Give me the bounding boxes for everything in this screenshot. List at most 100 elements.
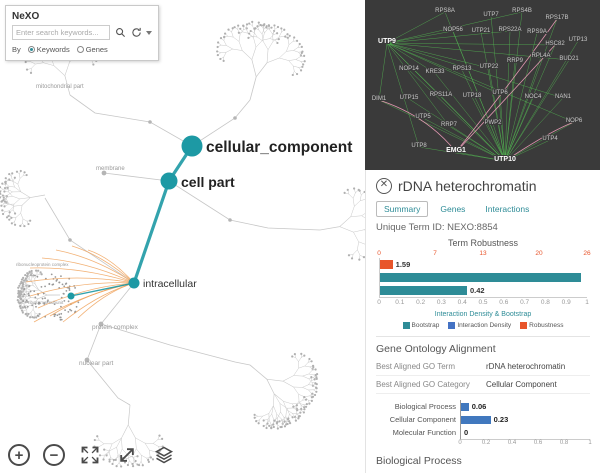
gene-network-svg[interactable]: RPS8A UTP7 RPS4B RPS17B NOP56 UTP21 RPS22A RPS9… — [365, 0, 600, 170]
gene-node-label[interactable]: NOP14 — [399, 66, 419, 72]
tab-interactions[interactable]: Interactions — [477, 201, 537, 217]
gene-node-label[interactable]: UTP22 — [480, 64, 499, 70]
robustness-bottom-axis: 00.10.20.30.40.50.60.70.80.91 — [379, 297, 587, 307]
term-robustness-chart: Term Robustness 07132026 1.59 0.42 00.10.… — [376, 238, 590, 329]
term-id-value: NEXO:8854 — [447, 222, 498, 233]
radio-genes-circle[interactable] — [77, 46, 84, 53]
detail-tabs: Summary Genes Interactions — [376, 201, 590, 217]
gene-node-label[interactable]: RPS4B — [512, 8, 532, 14]
node-label-ribonucleoprotein-complex[interactable]: ribonucleoprotein complex — [16, 262, 69, 267]
robustness-chart-title: Term Robustness — [376, 238, 590, 248]
go-score-row: Cellular Component0.23 — [376, 413, 590, 426]
gene-node-label[interactable]: UTP9 — [378, 38, 396, 45]
node-cellular-component[interactable] — [182, 136, 203, 157]
gene-node-label[interactable]: UTP10 — [494, 156, 516, 163]
search-icon[interactable] — [114, 27, 126, 39]
node-cell-part[interactable] — [161, 173, 178, 190]
radio-keywords[interactable]: Keywords — [28, 45, 70, 54]
gene-node-label[interactable]: RRP9 — [507, 58, 524, 64]
fit-view-button[interactable] — [115, 443, 139, 467]
gene-node-label[interactable]: RPS11A — [430, 92, 453, 98]
gene-node-label[interactable]: RRP7 — [441, 122, 458, 128]
layers-button[interactable] — [152, 443, 176, 467]
gene-node-label[interactable]: UTP18 — [463, 93, 482, 99]
section-divider — [376, 336, 590, 337]
gene-node-label[interactable]: UTP21 — [472, 28, 491, 34]
zoom-in-button[interactable]: + — [8, 444, 30, 466]
robustness-bar-row — [380, 271, 587, 284]
gene-node-label[interactable]: UTP13 — [569, 37, 588, 43]
term-detail-panel: ✕ rDNA heterochromatin Summary Genes Int… — [365, 170, 600, 473]
search-input[interactable] — [12, 25, 110, 40]
radio-genes[interactable]: Genes — [77, 45, 108, 54]
zoom-out-button[interactable]: − — [43, 444, 65, 466]
ontology-tree-svg[interactable]: cellular_component cell part intracellul… — [0, 0, 365, 473]
node-label-cellular-component[interactable]: cellular_component — [206, 139, 352, 156]
chevron-down-icon[interactable] — [146, 31, 152, 35]
gene-node-label[interactable]: RPS13 — [452, 66, 472, 72]
search-mode-radios: By Keywords Genes — [12, 45, 152, 54]
gene-node-label[interactable]: RPS8A — [435, 8, 455, 14]
gene-node-label[interactable]: RPL4A — [531, 53, 550, 59]
term-id-label: Unique Term ID: — [376, 222, 444, 233]
gene-network-panel[interactable]: RPS8A UTP7 RPS4B RPS17B NOP56 UTP21 RPS22A RPS9… — [365, 0, 600, 170]
close-icon[interactable]: ✕ — [376, 178, 392, 194]
go-category-label: Best Aligned GO Category — [376, 380, 486, 389]
node-label-ribosomal-subunit[interactable]: ribosomal subunit — [28, 300, 64, 305]
robustness-top-axis: 07132026 — [379, 250, 587, 258]
by-label: By — [12, 45, 21, 54]
gene-node-label[interactable]: RPS22A — [498, 27, 521, 33]
go-score-row: Molecular Function0 — [376, 426, 590, 439]
radio-keywords-label: Keywords — [37, 45, 70, 54]
gene-node-label[interactable]: NAN1 — [555, 94, 572, 100]
robustness-legend: Bootstrap Interaction Density Robustness — [376, 322, 590, 329]
gene-node-label[interactable]: RPS17B — [545, 15, 568, 21]
tab-genes[interactable]: Genes — [432, 201, 473, 217]
gene-node-label[interactable]: UTP8 — [411, 143, 427, 149]
gene-node-label[interactable]: UTP15 — [400, 95, 419, 101]
gene-node-label[interactable]: PWP2 — [484, 120, 502, 126]
legend-item: Robustness — [520, 322, 563, 329]
go-category-value: Cellular Component — [486, 380, 557, 389]
go-score-row: Biological Process0.06 — [376, 400, 590, 413]
gene-node-label[interactable]: UTP5 — [415, 114, 431, 120]
gene-node-label[interactable]: UTP6 — [492, 90, 508, 96]
ontology-canvas[interactable]: cellular_component cell part intracellul… — [0, 0, 365, 473]
gene-node-label[interactable]: BUD21 — [559, 56, 579, 62]
node-label-nuclear-part[interactable]: nuclear part — [79, 360, 114, 367]
robustness-bar-row: 0.42 — [380, 284, 587, 297]
robustness-bar-row: 1.59 — [380, 258, 587, 271]
node-label-intracellular[interactable]: intracellular — [143, 278, 197, 290]
gene-node-label[interactable]: UTP4 — [542, 136, 558, 142]
gene-node-label[interactable]: EMG1 — [446, 147, 466, 154]
gene-node-label[interactable]: NOP56 — [443, 27, 463, 33]
unique-term-id: Unique Term ID: NEXO:8854 — [376, 222, 590, 233]
reset-icon[interactable] — [130, 27, 142, 39]
highlighted-orange-edges — [26, 246, 134, 322]
gene-node-label[interactable]: RPS9A — [527, 29, 547, 35]
go-chart-axis: 00.20.40.60.81 — [460, 439, 590, 448]
gene-node-label[interactable]: KRE33 — [425, 69, 445, 75]
gene-node-label[interactable]: DIM1 — [372, 96, 387, 102]
go-alignment-chart: Biological Process0.06Cellular Component… — [376, 400, 590, 448]
legend-item: Interaction Density — [448, 322, 511, 329]
gene-node-label[interactable]: NOP6 — [566, 118, 583, 124]
node-ribonucleoprotein[interactable] — [68, 293, 75, 300]
legend-item: Bootstrap — [403, 322, 440, 329]
biological-process-title: Biological Process — [376, 455, 590, 467]
app-title: NeXO — [12, 11, 152, 22]
node-intracellular[interactable] — [129, 278, 140, 289]
fullscreen-button[interactable] — [78, 443, 102, 467]
gene-node-label[interactable]: UTP7 — [483, 12, 499, 18]
radio-keywords-circle[interactable] — [28, 46, 35, 53]
node-label-mitochondrial-part[interactable]: mitochondrial part — [36, 84, 84, 90]
node-label-cell-part[interactable]: cell part — [181, 174, 235, 190]
node-label-protein-complex[interactable]: protein complex — [92, 324, 139, 331]
node-label-membrane[interactable]: membrane — [96, 166, 125, 172]
tab-summary[interactable]: Summary — [376, 201, 428, 217]
selected-path-edge — [134, 146, 192, 283]
gene-node-label[interactable]: HSC82 — [545, 41, 565, 47]
canvas-toolbar: + − — [8, 443, 176, 467]
gene-node-label[interactable]: NOC4 — [525, 94, 542, 100]
